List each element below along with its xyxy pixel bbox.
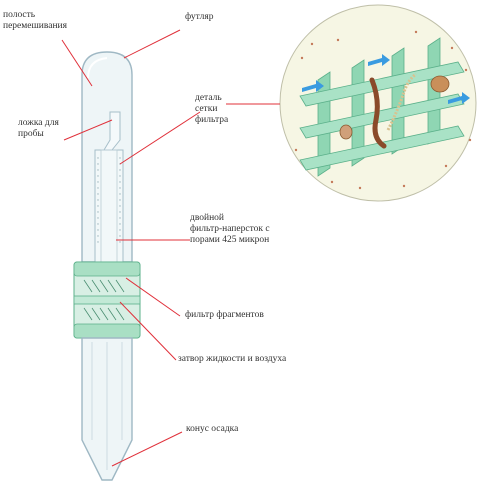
- label-sample-spoon: ложка для пробы: [18, 118, 59, 139]
- fibre-beige: [386, 72, 417, 131]
- thimble-filter-outer: [94, 149, 124, 263]
- debris-dots: [294, 30, 472, 190]
- label-fragment-filter: фильтр фрагментов: [185, 310, 264, 320]
- label-sediment-cone: конус осадка: [186, 424, 239, 434]
- label-liquid-air-seal: затвор жидкости и воздуха: [178, 354, 287, 364]
- label-case: футляр: [185, 12, 214, 22]
- cone-lines: [91, 342, 123, 470]
- thimble-pores: [97, 157, 121, 243]
- mesh-inset: [279, 4, 477, 202]
- tube-assembly: [73, 51, 141, 481]
- label-mixing-cavity: полость перемешивания: [3, 10, 68, 31]
- fibre-brown: [369, 77, 387, 149]
- label-filter-mesh-part: деталь сетки фильтра: [195, 93, 229, 125]
- label-double-filter: двойной фильтр-наперсток с порами 425 ми…: [190, 213, 270, 245]
- particle-large: [430, 75, 450, 93]
- leader-lines: [61, 29, 280, 467]
- fragment-filter-coupling: [73, 261, 141, 339]
- particle-small: [339, 124, 353, 140]
- mesh-bars: [299, 37, 465, 177]
- flow-arrows: [302, 54, 470, 104]
- case-highlight: [87, 57, 108, 79]
